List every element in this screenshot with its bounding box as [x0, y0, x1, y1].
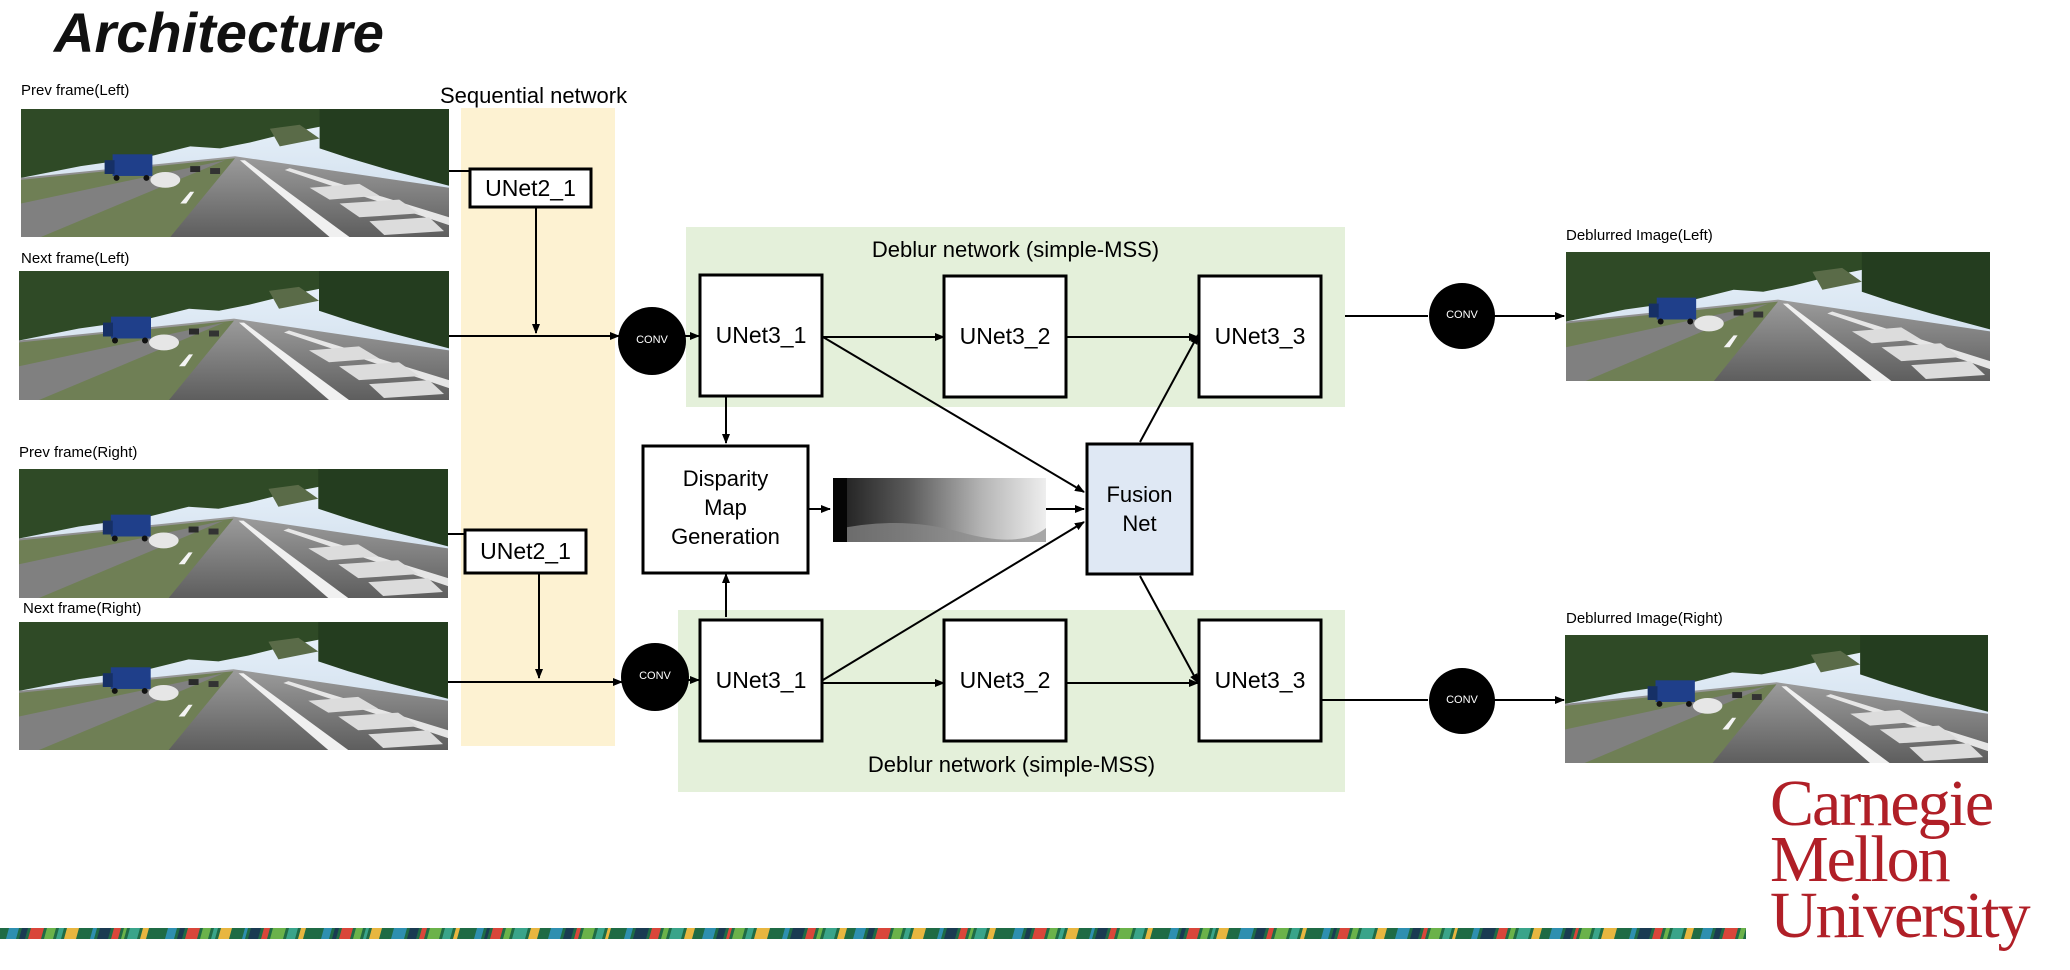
fusion-line-1: Fusion	[1106, 482, 1173, 507]
decorative-stripe	[0, 928, 1746, 939]
disparity-line-3: Generation	[671, 524, 780, 549]
unet3-1-top-label: UNet3_1	[715, 322, 807, 348]
conv-top-output-circle	[1429, 283, 1495, 349]
logo-line-1: Carnegie	[1770, 767, 1994, 840]
unet3-1-bottom-label: UNet3_1	[715, 667, 807, 693]
caption-next-right: Next frame(Right)	[23, 600, 142, 617]
conv-top-input-label: CONV	[636, 334, 668, 346]
conv-top-output-label: CONV	[1446, 309, 1478, 321]
disparity-map-label: Disparity Map Generation	[643, 464, 808, 551]
unet3-1-bottom-box	[698, 618, 824, 743]
unet3-3-bottom-label: UNet3_3	[1214, 667, 1306, 693]
unet2-1-bottom-label: UNet2_1	[480, 538, 571, 564]
logo-line-2: Mellon	[1770, 823, 1951, 896]
conv-bottom-input-circle	[621, 643, 689, 711]
conv-bottom-output-circle	[1429, 668, 1495, 734]
deblur-network-top-label: Deblur network (simple-MSS)	[871, 237, 1160, 262]
fusion-net-label: Fusion Net	[1087, 480, 1192, 538]
unet3-3-top-box	[1197, 274, 1323, 399]
unet2-1-top-box	[468, 167, 593, 209]
logo-line-3: University	[1770, 879, 2031, 952]
caption-prev-right: Prev frame(Right)	[19, 444, 138, 461]
caption-next-left: Next frame(Left)	[21, 250, 130, 267]
slide-title: Architecture	[54, 1, 384, 64]
caption-deblurred-left: Deblurred Image(Left)	[1566, 227, 1713, 244]
unet3-3-top-label: UNet3_3	[1214, 323, 1306, 349]
unet3-2-bottom-label: UNet3_2	[959, 667, 1051, 693]
conv-bottom-input-label: CONV	[639, 670, 671, 682]
unet3-2-top-label: UNet3_2	[959, 323, 1051, 349]
sequential-network-label: Sequential network	[440, 83, 628, 108]
unet2-1-top-label: UNet2_1	[485, 175, 576, 201]
unet3-1-top-box	[698, 273, 824, 398]
unet3-3-bottom-box	[1197, 618, 1323, 743]
caption-deblurred-right: Deblurred Image(Right)	[1566, 610, 1723, 627]
unet2-1-bottom-box	[463, 528, 588, 575]
fusion-line-2: Net	[1122, 511, 1157, 536]
caption-prev-left: Prev frame(Left)	[21, 82, 130, 99]
disparity-line-2: Map	[704, 495, 747, 520]
conv-top-input-circle	[618, 307, 686, 375]
conv-bottom-output-label: CONV	[1446, 694, 1478, 706]
unet3-2-top-box	[942, 274, 1068, 399]
disparity-line-1: Disparity	[682, 466, 769, 491]
deblur-network-bottom-label: Deblur network (simple-MSS)	[867, 752, 1156, 777]
unet3-2-bottom-box	[942, 618, 1068, 743]
cmu-logo: Carnegie Mellon University	[1770, 767, 2070, 952]
fusion-net-box	[1085, 442, 1194, 576]
disparity-map-box	[641, 444, 810, 575]
